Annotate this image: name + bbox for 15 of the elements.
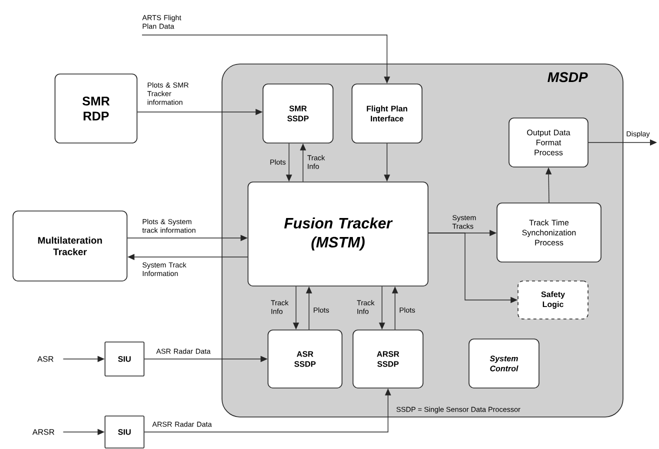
process-box: Fusion Tracker (MSTM) <box>248 182 428 286</box>
interface-box: SIU <box>104 416 144 448</box>
process-box: Output Data Format Process <box>508 118 588 168</box>
source-label: ARSR <box>32 429 54 435</box>
process-box: SMR SSDP <box>262 84 334 144</box>
process-box: Multilateration Tracker <box>12 210 128 282</box>
process-box: Track Time Synchonization Process <box>496 202 602 262</box>
interface-box: SIU <box>104 342 144 376</box>
process-box: Flight Plan Interface <box>352 84 422 144</box>
process-box: ASR SSDP <box>268 330 342 388</box>
process-box: System Control <box>468 338 540 388</box>
source-label: ASR <box>37 356 54 362</box>
process-box: SMR RDP <box>54 74 138 144</box>
process-box: ARSR SSDP <box>352 330 424 388</box>
process-box: Safety Logic <box>518 280 588 320</box>
